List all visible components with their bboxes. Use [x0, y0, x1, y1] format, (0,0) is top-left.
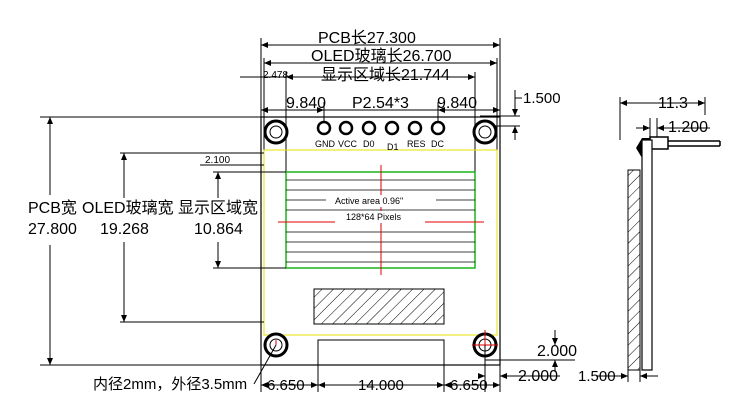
- side-pin-label: 1.200: [668, 119, 708, 136]
- hole-offset-v-label: 2.000: [537, 343, 577, 360]
- oled-width-value: 19.268: [100, 221, 149, 238]
- oled-glass-length-label: OLED玻璃长26.700: [311, 47, 452, 65]
- bottom-left-label: 6.650: [267, 377, 305, 394]
- side-view: 11.3 1.200 1.500: [578, 95, 721, 385]
- oled-width-label: OLED玻璃宽: [82, 199, 174, 217]
- bottom-right-label: 6.650: [450, 377, 488, 394]
- top-glass-offset-label: 2.100: [205, 155, 230, 166]
- pin-label: VCC: [338, 139, 358, 149]
- top-dimensions: PCB长27.300 OLED玻璃长26.700 显示区域长21.744 2.4…: [240, 29, 561, 175]
- pitch-label: P2.54*3: [352, 95, 409, 112]
- display-width-value: 10.864: [194, 221, 243, 238]
- mounting-hole-icon: [263, 119, 289, 145]
- hole-offset-h-label: 2.000: [518, 368, 558, 385]
- pin-label: GND: [315, 139, 336, 149]
- pin-label: RES: [407, 139, 426, 149]
- left-offset-label: 2.478: [263, 70, 288, 81]
- bottom-center-label: 14.000: [358, 377, 404, 394]
- pcb-length-label: PCB长27.300: [318, 29, 416, 47]
- pcb-outline: [260, 116, 501, 366]
- display-area-length-label: 显示区域长21.744: [321, 66, 450, 84]
- bottom-dimensions: 6.650 14.000 6.650 内径2mm，外径3.5mm 2.000 2…: [93, 330, 577, 394]
- pin-labels: GND VCC D0 D1 RES DC: [315, 139, 444, 152]
- pin-label: D1: [387, 142, 399, 152]
- pin-label: DC: [431, 139, 444, 149]
- right-margin-label: 9.840: [437, 95, 477, 112]
- pixels-text: 128*64 Pixels: [346, 212, 402, 222]
- header-pins: [316, 120, 446, 136]
- side-thickness-label: 11.3: [658, 95, 688, 112]
- pcb-width-value: 27.800: [28, 221, 77, 238]
- flex-cable-outline: [317, 339, 445, 365]
- left-margin-label: 9.840: [286, 95, 326, 112]
- display-width-label: 显示区域宽: [178, 199, 258, 217]
- oled-glass-outline: [263, 149, 498, 336]
- left-dimensions: PCB宽 27.800 OLED玻璃宽 19.268 显示区域宽 10.864 …: [28, 116, 286, 366]
- side-bottom-label: 1.500: [578, 368, 616, 385]
- hole-description: 内径2mm，外径3.5mm: [93, 376, 247, 393]
- mounting-hole-icon: [472, 119, 498, 145]
- pin-label: D0: [363, 139, 375, 149]
- glass-side-hatched: [627, 169, 641, 371]
- pcb-front-view: Active area 0.96" 128*64 Pixels: [260, 116, 501, 366]
- active-area-text: Active area 0.96": [335, 196, 403, 206]
- pcb-width-label: PCB宽: [28, 199, 77, 217]
- driver-ic-hatched: [313, 288, 445, 325]
- pin-offset-label: 1.500: [523, 90, 561, 107]
